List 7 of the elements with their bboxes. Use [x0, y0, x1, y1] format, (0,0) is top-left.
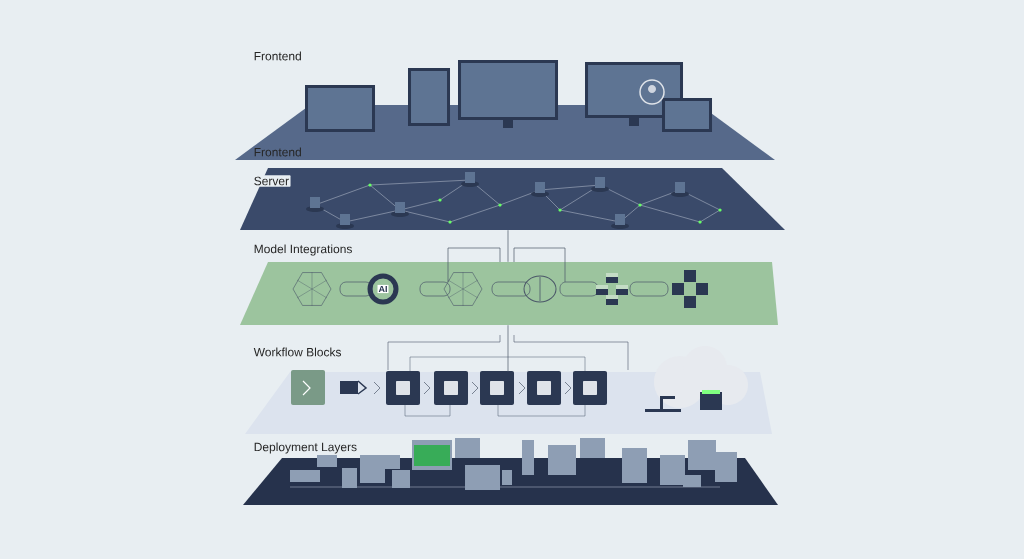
connector-line: [507, 229, 509, 263]
node-label: Deployment Layers: [254, 442, 357, 454]
node-label: Workflow Blocks: [253, 347, 342, 357]
node-label: Model Integrations: [254, 244, 352, 256]
node-label: Frontend: [254, 51, 301, 61]
icon-label: AI: [377, 284, 389, 294]
connector-line: [507, 324, 509, 373]
